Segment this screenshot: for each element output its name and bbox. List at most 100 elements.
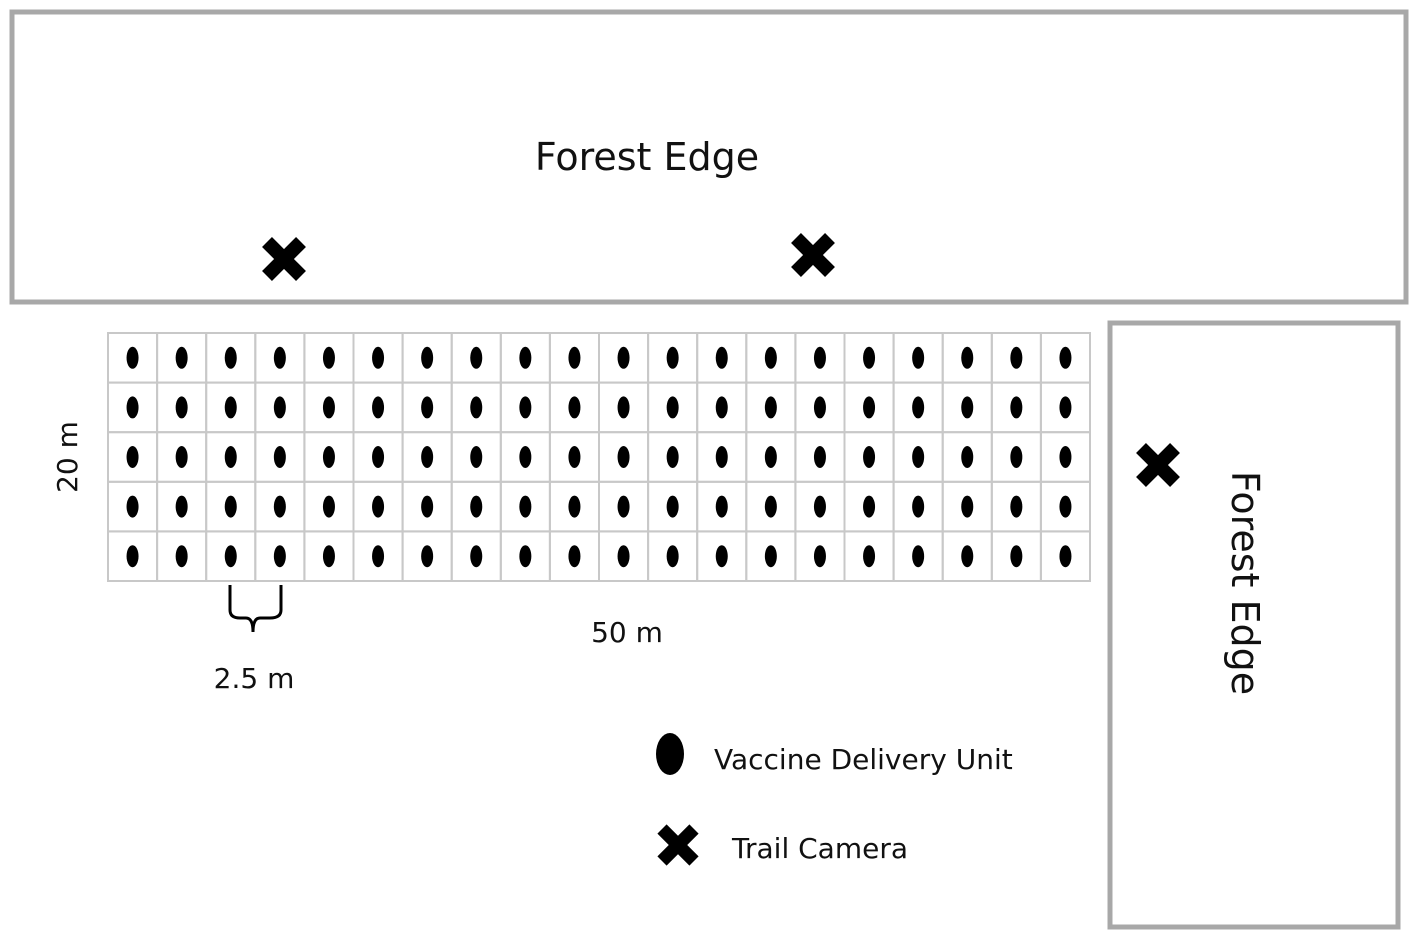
vaccine-delivery-unit <box>1010 396 1023 419</box>
vaccine-delivery-unit <box>912 446 925 468</box>
vaccine-delivery-unit <box>322 495 335 518</box>
vaccine-delivery-unit <box>912 495 925 518</box>
vaccine-delivery-unit <box>322 396 335 419</box>
vaccine-delivery-unit <box>617 396 630 419</box>
vaccine-delivery-unit <box>470 446 483 468</box>
vaccine-delivery-unit <box>224 495 237 518</box>
vaccine-delivery-unit <box>126 446 139 468</box>
vaccine-delivery-unit <box>322 346 335 369</box>
vaccine-delivery-unit <box>322 446 335 468</box>
grid-height-label: 20 m <box>51 421 84 493</box>
vaccine-delivery-unit <box>273 396 286 419</box>
legend-vaccine-unit-icon <box>656 733 684 775</box>
vaccine-delivery-unit <box>1059 446 1072 468</box>
vaccine-delivery-unit <box>175 346 188 369</box>
vaccine-delivery-unit <box>961 446 974 468</box>
vaccine-delivery-unit <box>912 545 925 568</box>
vaccine-delivery-unit <box>519 495 532 518</box>
vaccine-delivery-unit <box>1010 446 1023 468</box>
vaccine-delivery-unit <box>470 396 483 419</box>
vaccine-delivery-unit <box>273 446 286 468</box>
vaccine-delivery-unit <box>863 346 876 369</box>
vaccine-grid <box>107 332 1092 583</box>
forest-edge-top-box <box>9 9 1409 305</box>
vaccine-delivery-unit <box>961 495 974 518</box>
vaccine-delivery-unit <box>568 446 581 468</box>
vaccine-delivery-unit <box>126 346 139 369</box>
vaccine-delivery-unit <box>764 545 777 568</box>
trail-cameras <box>262 233 1180 487</box>
vaccine-delivery-unit <box>1010 545 1023 568</box>
forest-edge-top: Forest Edge <box>9 9 1409 305</box>
vaccine-delivery-unit <box>863 446 876 468</box>
vaccine-delivery-unit <box>568 495 581 518</box>
vaccine-delivery-unit <box>470 346 483 369</box>
vaccine-delivery-unit <box>1059 396 1072 419</box>
vaccine-delivery-unit <box>1059 346 1072 369</box>
vaccine-delivery-unit <box>470 545 483 568</box>
vaccine-delivery-unit <box>421 396 434 419</box>
vaccine-delivery-unit <box>813 396 826 419</box>
vaccine-delivery-unit <box>666 346 679 369</box>
vaccine-delivery-unit <box>175 396 188 419</box>
vaccine-delivery-unit <box>961 545 974 568</box>
vaccine-delivery-unit <box>912 346 925 369</box>
vaccine-delivery-unit <box>715 396 728 419</box>
vaccine-delivery-unit <box>863 545 876 568</box>
grid-cell <box>1039 530 1092 583</box>
vaccine-delivery-unit <box>666 396 679 419</box>
vaccine-delivery-unit <box>617 446 630 468</box>
vaccine-delivery-unit <box>568 396 581 419</box>
vaccine-delivery-unit <box>224 346 237 369</box>
vaccine-delivery-unit <box>715 346 728 369</box>
vaccine-delivery-unit <box>421 495 434 518</box>
spacing-label: 2.5 m <box>214 662 295 695</box>
vaccine-delivery-unit <box>372 396 385 419</box>
vaccine-delivery-unit <box>617 346 630 369</box>
vaccine-delivery-unit <box>813 446 826 468</box>
vaccine-delivery-unit <box>1010 495 1023 518</box>
vaccine-delivery-unit <box>715 545 728 568</box>
vaccine-delivery-unit <box>568 346 581 369</box>
vaccine-delivery-unit <box>715 446 728 468</box>
vaccine-delivery-unit <box>666 495 679 518</box>
vaccine-delivery-unit <box>421 446 434 468</box>
vaccine-delivery-unit <box>126 396 139 419</box>
vaccine-delivery-unit <box>224 396 237 419</box>
vaccine-delivery-unit <box>764 446 777 468</box>
vaccine-delivery-unit <box>813 545 826 568</box>
vaccine-delivery-unit <box>813 346 826 369</box>
vaccine-delivery-unit <box>1059 495 1072 518</box>
vaccine-delivery-unit <box>372 346 385 369</box>
forest-edge-right-label: Forest Edge <box>1223 471 1267 695</box>
vaccine-delivery-unit <box>764 346 777 369</box>
vaccine-delivery-unit <box>322 545 335 568</box>
vaccine-delivery-unit <box>421 346 434 369</box>
vaccine-delivery-unit <box>1010 346 1023 369</box>
vaccine-delivery-unit <box>863 495 876 518</box>
vaccine-delivery-unit <box>273 346 286 369</box>
vaccine-delivery-unit <box>519 346 532 369</box>
vaccine-delivery-unit <box>519 545 532 568</box>
vaccine-delivery-unit <box>961 396 974 419</box>
vaccine-delivery-unit <box>372 446 385 468</box>
vaccine-delivery-unit <box>863 396 876 419</box>
vaccine-delivery-unit <box>372 545 385 568</box>
vaccine-delivery-unit <box>224 545 237 568</box>
vaccine-delivery-unit <box>715 495 728 518</box>
trail-camera-icon <box>791 233 835 277</box>
forest-edge-right-box <box>1107 320 1401 930</box>
vaccine-delivery-unit <box>912 396 925 419</box>
vaccine-delivery-unit <box>813 495 826 518</box>
spacing-brace <box>228 585 283 633</box>
vaccine-delivery-unit <box>666 545 679 568</box>
vaccine-delivery-unit <box>519 446 532 468</box>
vaccine-delivery-unit <box>617 495 630 518</box>
vaccine-delivery-unit <box>1059 545 1072 568</box>
vaccine-delivery-unit <box>126 545 139 568</box>
vaccine-delivery-unit <box>764 396 777 419</box>
trail-camera-icon <box>262 237 306 281</box>
legend-vaccine-unit-label: Vaccine Delivery Unit <box>714 743 1013 776</box>
legend-trail-camera-label: Trail Camera <box>731 832 908 865</box>
